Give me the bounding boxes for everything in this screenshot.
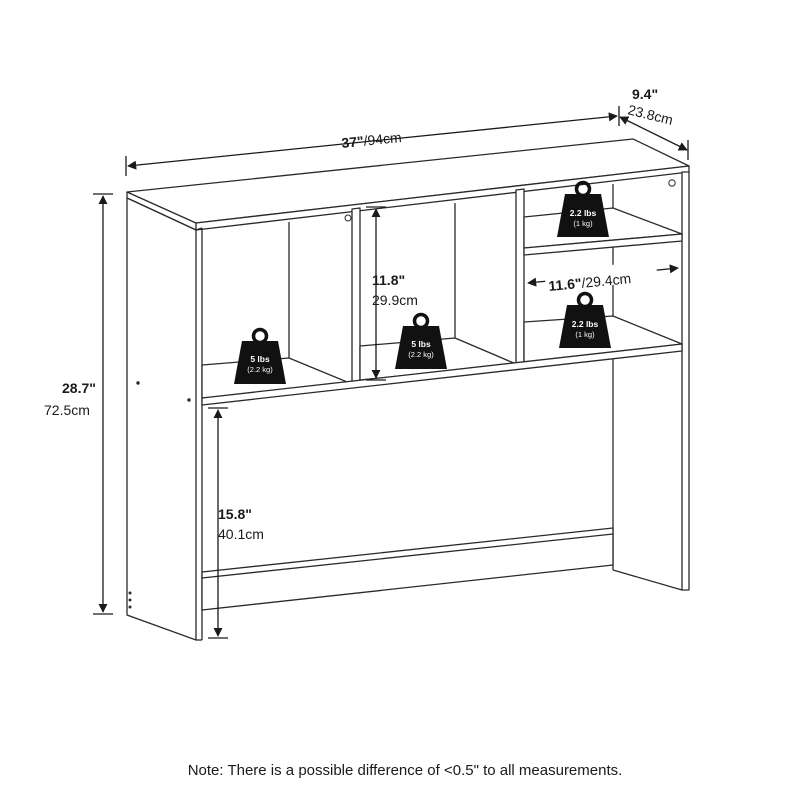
upper-height-in: 11.8" [372,272,405,288]
width-arrow [127,112,618,170]
right-side-panel [681,171,690,591]
width-in: 37" [341,133,365,151]
upper-height-label: 11.8" 29.9cm [372,272,418,308]
depth-in: 9.4" [632,86,658,102]
weight-icon-left: 5 lbs (2.2 kg) [234,327,286,384]
divider-left [351,207,361,385]
divider-right [515,188,525,366]
weight-middle-kg: (2.2 kg) [408,350,434,359]
weight-icon-right-bottom: 2.2 lbs (1 kg) [559,291,611,348]
width-cm: /94cm [363,129,403,149]
lower-height-label: 15.8" 40.1cm [218,506,264,542]
svg-text:37"/94cm: 37"/94cm [341,129,403,151]
height-in: 28.7" [62,380,96,396]
height-label: 28.7" 72.5cm [44,380,96,418]
bottom-rail [201,527,614,611]
depth-label: 9.4" 23.8cm [626,86,674,128]
compartment-width-label: 11.6"/29.4cm [544,260,658,294]
dimension-lines [93,106,689,639]
left-side-panel [126,197,197,641]
weight-left-lbs: 5 lbs [250,354,270,364]
compartment-width-cm: /29.4cm [581,270,632,291]
width-label: 37"/94cm [341,129,403,151]
measurement-note: Note: There is a possible difference of … [188,762,623,779]
weight-right-top-lbs: 2.2 lbs [570,208,597,218]
lower-height-in: 15.8" [218,506,252,522]
weight-middle-lbs: 5 lbs [411,339,431,349]
weight-icon-middle: 5 lbs (2.2 kg) [395,312,447,369]
compartment-width-in: 11.6" [548,275,583,294]
depth-arrow [619,116,688,151]
weight-left-kg: (2.2 kg) [247,365,273,374]
height-cm: 72.5cm [44,402,90,418]
hutch-outline [126,138,690,641]
weight-right-bottom-kg: (1 kg) [575,330,595,339]
upper-right-shelf-front [523,233,683,256]
upper-height-cm: 29.9cm [372,292,418,308]
svg-text:11.6"/29.4cm: 11.6"/29.4cm [548,270,632,294]
weight-icon-right-top: 2.2 lbs (1 kg) [557,180,609,237]
weight-right-bottom-lbs: 2.2 lbs [572,319,599,329]
lower-height-cm: 40.1cm [218,526,264,542]
main-shelf-front [201,343,683,406]
weight-right-top-kg: (1 kg) [573,219,593,228]
hardware-holes [128,179,676,609]
